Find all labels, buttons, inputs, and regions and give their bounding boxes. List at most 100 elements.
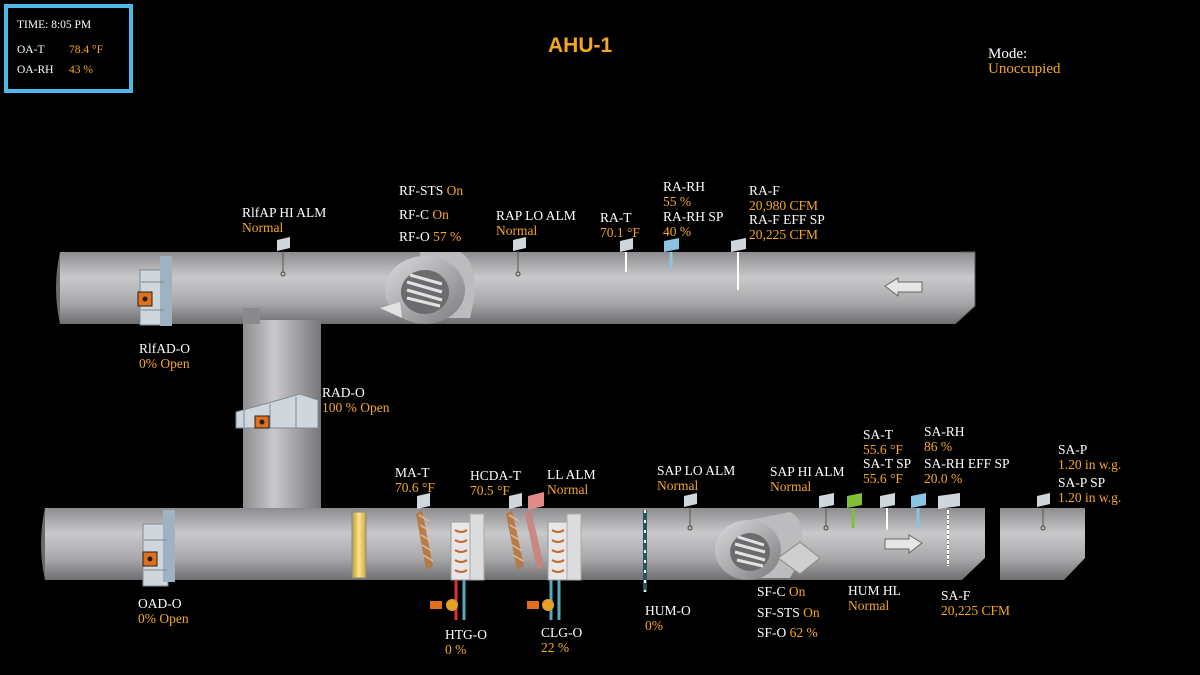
rf-o-point[interactable]: RF-O 57 % <box>399 229 461 244</box>
sap-lo-sensor <box>684 493 697 531</box>
point-label: RlfAD-O <box>139 341 190 356</box>
point-value: Normal <box>657 478 699 493</box>
point-value: 20,225 CFM <box>941 603 1011 618</box>
point-label: SA-P <box>1058 442 1088 457</box>
oarh-value[interactable]: 43 % <box>69 64 93 76</box>
return-air-damper <box>235 393 319 429</box>
point-label: SA-T SP <box>863 456 912 471</box>
sf-sts-point[interactable]: SF-STS On <box>757 605 820 620</box>
relief-damper <box>137 256 172 326</box>
sa-t-sp-point[interactable]: SA-T SP 55.6 °F <box>863 456 911 486</box>
mode-value[interactable]: Unoccupied <box>988 61 1061 77</box>
point-label: SF-C <box>757 584 786 599</box>
ra-f-eff-sp-point[interactable]: RA-F EFF SP 20,225 CFM <box>749 212 825 242</box>
rf-c-point[interactable]: RF-C On <box>399 207 449 222</box>
ll-alm-point[interactable]: LL ALM Normal <box>547 467 596 497</box>
point-label: SA-RH <box>924 424 965 439</box>
cooling-coil <box>527 513 582 620</box>
heating-coil <box>430 513 485 620</box>
point-label: OAD-O <box>138 596 182 611</box>
rad-o-point[interactable]: RAD-O 100 % Open <box>322 385 390 415</box>
point-label: RF-STS <box>399 183 444 198</box>
hcda-t-point[interactable]: HCDA-T 70.5 °F <box>470 468 521 498</box>
point-value: 55 % <box>663 194 692 209</box>
point-label: RA-T <box>600 210 632 225</box>
point-value: Normal <box>848 598 890 613</box>
point-label: SF-O <box>757 625 787 640</box>
point-value: On <box>803 605 820 620</box>
sa-rh-point[interactable]: SA-RH 86 % <box>924 424 965 454</box>
point-value: 20.0 % <box>924 471 963 486</box>
point-value: 0 % <box>445 642 467 657</box>
time-label: TIME: <box>17 19 49 31</box>
hum-o-point[interactable]: HUM-O 0% <box>645 603 691 633</box>
return-flow-arrow <box>884 277 923 298</box>
oad-o-point[interactable]: OAD-O 0% Open <box>138 596 189 626</box>
ma-t-point[interactable]: MA-T 70.6 °F <box>395 465 435 495</box>
sa-p-sp-point[interactable]: SA-P SP 1.20 in w.g. <box>1058 475 1121 505</box>
sf-c-point[interactable]: SF-C On <box>757 584 805 599</box>
point-value: 70.5 °F <box>470 483 510 498</box>
sa-t-point[interactable]: SA-T 55.6 °F <box>863 427 903 457</box>
point-label: RlfAP HI ALM <box>242 205 327 220</box>
rf-sts-point[interactable]: RF-STS On <box>399 183 463 198</box>
sa-p-point[interactable]: SA-P 1.20 in w.g. <box>1058 442 1121 472</box>
sf-o-point[interactable]: SF-O 62 % <box>757 625 818 640</box>
point-label: RA-F EFF SP <box>749 212 825 227</box>
point-value: 40 % <box>663 224 692 239</box>
point-label: LL ALM <box>547 467 596 482</box>
sa-rh-eff-sp-point[interactable]: SA-RH EFF SP 20.0 % <box>924 456 1010 486</box>
ra-t-point[interactable]: RA-T 70.1 °F <box>600 210 640 240</box>
point-value: 20,225 CFM <box>749 227 819 242</box>
point-value: Normal <box>770 479 812 494</box>
page-title: AHU-1 <box>548 34 613 57</box>
supply-duct-sensors <box>819 493 1050 566</box>
filter <box>351 511 367 579</box>
point-value: Normal <box>547 482 589 497</box>
point-label: SA-RH EFF SP <box>924 456 1010 471</box>
point-value: 70.1 °F <box>600 225 640 240</box>
time-value: 8:05 PM <box>51 19 92 31</box>
return-duct-sensors <box>277 237 746 290</box>
point-label: SA-P SP <box>1058 475 1106 490</box>
point-label: HUM HL <box>848 583 901 598</box>
rlfap-hi-alm-point[interactable]: RlfAP HI ALM Normal <box>242 205 326 235</box>
point-value: 20,980 CFM <box>749 198 819 213</box>
clg-o-point[interactable]: CLG-O 22 % <box>541 625 582 655</box>
point-value: On <box>788 584 806 599</box>
sap-lo-alm-point[interactable]: SAP LO ALM Normal <box>657 463 735 493</box>
ra-rh-point[interactable]: RA-RH 55 % <box>663 179 705 209</box>
point-value: 0% <box>645 618 663 633</box>
point-value: Normal <box>242 220 284 235</box>
point-label: MA-T <box>395 465 430 480</box>
point-label: SA-T <box>863 427 893 442</box>
point-value: 70.6 °F <box>395 480 435 495</box>
hum-hl-point[interactable]: HUM HL Normal <box>848 583 901 613</box>
rlfad-o-point[interactable]: RlfAD-O 0% Open <box>139 341 190 371</box>
point-label: RAP LO ALM <box>496 208 576 223</box>
point-value: 57 % <box>433 229 462 244</box>
rap-lo-alm-point[interactable]: RAP LO ALM Normal <box>496 208 576 238</box>
point-label: RF-O <box>399 229 430 244</box>
point-value: 100 % Open <box>322 400 390 415</box>
point-value: 0% Open <box>139 356 190 371</box>
point-value: 55.6 °F <box>863 442 903 457</box>
point-label: SAP HI ALM <box>770 464 845 479</box>
ra-f-point[interactable]: RA-F 20,980 CFM <box>749 183 818 213</box>
point-label: RF-C <box>399 207 430 222</box>
ra-rh-sp-point[interactable]: RA-RH SP 40 % <box>663 209 723 239</box>
point-value: 62 % <box>789 625 818 640</box>
mode-status: Mode: Unoccupied <box>988 47 1060 77</box>
point-value: 0% Open <box>138 611 189 626</box>
oat-value[interactable]: 78.4 °F <box>69 44 103 56</box>
point-value: 1.20 in w.g. <box>1058 490 1122 505</box>
sa-f-point[interactable]: SA-F 20,225 CFM <box>941 588 1010 618</box>
time-row: TIME: 8:05 PM <box>17 19 91 32</box>
point-label: HCDA-T <box>470 468 521 483</box>
point-value: 86 % <box>924 439 953 454</box>
mixed-air-sensor <box>416 493 434 570</box>
point-value: 22 % <box>541 640 570 655</box>
sap-hi-alm-point[interactable]: SAP HI ALM Normal <box>770 464 845 494</box>
htg-o-point[interactable]: HTG-O 0 % <box>445 627 487 657</box>
